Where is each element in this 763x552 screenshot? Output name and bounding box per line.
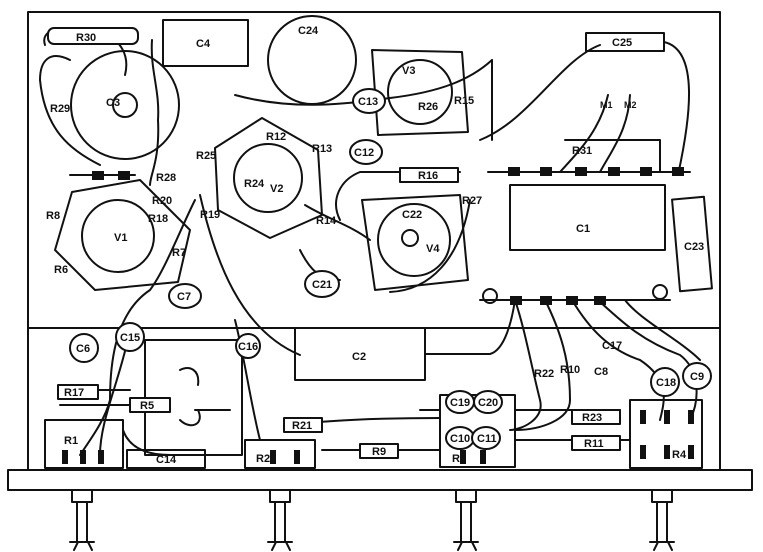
label-c18: C18: [656, 377, 676, 389]
tube-socket-v1: [54, 179, 191, 291]
label-r24: R24: [244, 178, 265, 190]
label-r7: R7: [172, 247, 186, 259]
label-r13: R13: [312, 143, 332, 155]
label-c10: C10: [450, 433, 470, 445]
label-r2: R2: [256, 453, 270, 465]
label-c6: C6: [76, 343, 90, 355]
label-r14: R14: [316, 215, 337, 227]
pot-body-r4: [629, 399, 703, 469]
label-c16: C16: [238, 341, 258, 353]
label-c15: C15: [120, 332, 140, 344]
label-r21: R21: [292, 420, 312, 432]
potentiometer-shafts: [69, 489, 675, 551]
label-r6: R6: [54, 264, 68, 276]
label-r18: R18: [148, 213, 168, 225]
label-c3: C3: [106, 97, 120, 109]
label-r4: R4: [672, 449, 687, 461]
pot-body-r1: [44, 419, 124, 469]
component-bodies: [47, 27, 712, 459]
tube-socket-v4: [361, 194, 469, 291]
label-c25: C25: [612, 37, 632, 49]
label-c21: C21: [312, 279, 332, 291]
label-r30: R30: [76, 32, 96, 44]
label-r16: R16: [418, 170, 438, 182]
label-r5: R5: [140, 400, 154, 412]
label-c2: C2: [352, 351, 366, 363]
label-r15: R15: [454, 95, 474, 107]
label-v4: V4: [426, 243, 440, 255]
capacitor-c14: [126, 449, 206, 469]
label-r22: R22: [534, 368, 554, 380]
label-r23: R23: [582, 412, 602, 424]
pot-body-r2: [244, 439, 316, 469]
label-c13: C13: [358, 96, 378, 108]
label-r9: R9: [372, 446, 386, 458]
capacitor-c1: [509, 184, 666, 251]
component-labels: R30 C4 C24 C25 C3 R29 V3 R26 R15 C13 R12…: [46, 25, 704, 466]
label-c8: C8: [594, 366, 608, 378]
capacitor-c4: [162, 19, 249, 67]
label-c9: C9: [690, 371, 704, 383]
label-c23: C23: [684, 241, 704, 253]
label-v3: V3: [402, 65, 415, 77]
label-c24: C24: [298, 25, 319, 37]
label-r11: R11: [584, 438, 604, 450]
label-c19: C19: [450, 397, 470, 409]
label-r3: R3: [452, 453, 466, 465]
label-r12: R12: [266, 131, 286, 143]
label-c4: C4: [196, 38, 211, 50]
label-r10: R10: [560, 364, 580, 376]
label-c20: C20: [478, 397, 498, 409]
label-r1: R1: [64, 435, 78, 447]
label-r20: R20: [152, 195, 172, 207]
label-c11: C11: [477, 433, 497, 445]
solder-lugs: [62, 167, 694, 464]
label-r19: R19: [200, 209, 220, 221]
label-r17: R17: [64, 387, 84, 399]
label-v1: V1: [114, 232, 127, 244]
label-r31: R31: [572, 145, 592, 157]
label-c1: C1: [576, 223, 590, 235]
label-r25: R25: [196, 150, 216, 162]
label-r27: R27: [462, 195, 482, 207]
label-r8: R8: [46, 210, 60, 222]
label-r28: R28: [156, 172, 176, 184]
label-r29: R29: [50, 103, 70, 115]
label-r26: R26: [418, 101, 438, 113]
label-m1: M1: [600, 100, 613, 110]
label-m2: M2: [624, 100, 637, 110]
label-c12: C12: [354, 147, 374, 159]
label-v2: V2: [270, 183, 283, 195]
label-c22: C22: [402, 209, 422, 221]
capacitor-c23: [671, 195, 713, 293]
label-c7: C7: [177, 291, 191, 303]
tube-socket-c3: [70, 50, 180, 160]
label-c17: C17: [602, 340, 622, 352]
label-c14: C14: [156, 454, 177, 466]
